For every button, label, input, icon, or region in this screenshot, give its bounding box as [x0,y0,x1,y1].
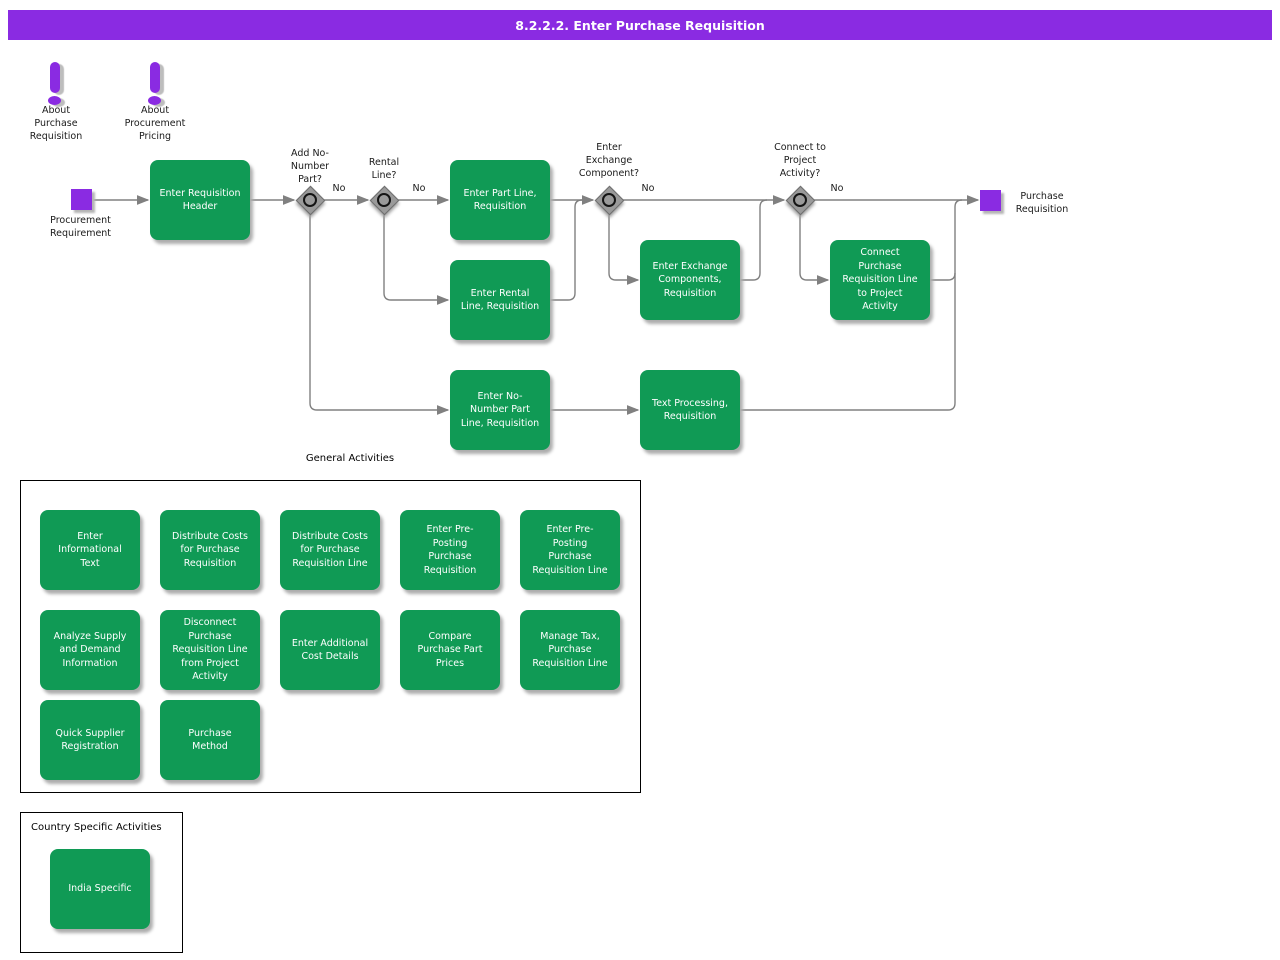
gateway-no-label: No [830,183,844,194]
circle-icon [303,193,317,207]
general-activities-title: General Activities [305,453,395,464]
activity-enter-requisition-header[interactable]: Enter Requisition Header [150,160,250,240]
info-note-about-procurement-pricing[interactable]: About Procurement Pricing [107,60,203,150]
activity-enter-rental-line[interactable]: Enter Rental Line, Requisition [450,260,550,340]
general-activity-enter-pre-posting-purchase-requisition[interactable]: Enter Pre- Posting Purchase Requisition [400,510,500,590]
gateway-rental-line [369,185,400,216]
exclamation-icon [50,62,60,93]
activity-enter-part-line[interactable]: Enter Part Line, Requisition [450,160,550,240]
connector-gw1-yes-to-no-number [309,214,450,415]
gateway-no-label: No [641,183,655,194]
end-event-label: Purchase Requisition [1015,191,1069,215]
general-activity-distribute-costs-purchase-requisition[interactable]: Distribute Costs for Purchase Requisitio… [160,510,260,590]
general-activity-distribute-costs-purchase-requisition-line[interactable]: Distribute Costs for Purchase Requisitio… [280,510,380,590]
activity-connect-requisition-line-to-project[interactable]: Connect Purchase Requisition Line to Pro… [830,240,930,320]
connector-gw2-yes-to-rental [383,214,450,305]
gateway-no-label: No [412,183,426,194]
connector-connect-return [930,272,956,281]
connector-exchange-return [740,199,768,281]
start-event-label: Procurement Requirement [49,215,112,239]
gateway-add-no-number-part [295,185,326,216]
gateway-no-label: No [332,183,346,194]
connector-gw4-yes-to-connect [799,214,830,285]
start-event-procurement-requirement [71,189,92,210]
info-note-about-purchase-requisition[interactable]: About Purchase Requisition [10,60,102,150]
circle-icon [602,193,616,207]
exclamation-icon [150,62,160,93]
info-note-label: About Purchase Requisition [29,105,83,142]
gateway-question-connect-to-project-activity: Connect to Project Activity? [774,142,826,179]
general-activity-manage-tax-purchase-requisition-line[interactable]: Manage Tax, Purchase Requisition Line [520,610,620,690]
activity-text-processing[interactable]: Text Processing, Requisition [640,370,740,450]
info-note-label: About Procurement Pricing [124,105,186,142]
general-activity-disconnect-requisition-line-from-project[interactable]: Disconnect Purchase Requisition Line fro… [160,610,260,690]
gateway-question-rental-line: Rental Line? [368,157,400,181]
circle-icon [377,193,391,207]
general-activity-quick-supplier-registration[interactable]: Quick Supplier Registration [40,700,140,780]
connector-rental-return [550,199,583,301]
connector-gw3-yes-to-exchange [608,214,640,285]
activity-enter-no-number-part-line[interactable]: Enter No- Number Part Line, Requisition [450,370,550,450]
general-activity-enter-pre-posting-purchase-requisition-line[interactable]: Enter Pre- Posting Purchase Requisition … [520,510,620,590]
circle-icon [793,193,807,207]
gateway-connect-to-project-activity [785,185,816,216]
gateway-question-add-no-number-part: Add No- Number Part? [290,148,330,185]
general-activity-purchase-method[interactable]: Purchase Method [160,700,260,780]
page-title: 8.2.2.2. Enter Purchase Requisition [8,10,1272,40]
general-activity-analyze-supply-demand[interactable]: Analyze Supply and Demand Information [40,610,140,690]
gateway-question-enter-exchange-component: Enter Exchange Component? [578,142,640,179]
activity-enter-exchange-components[interactable]: Enter Exchange Components, Requisition [640,240,740,320]
exclamation-dot-icon [48,96,61,105]
exclamation-dot-icon [148,96,161,105]
gateway-enter-exchange-component [594,185,625,216]
country-specific-title: Country Specific Activities [31,822,162,833]
end-event-purchase-requisition [980,190,1001,211]
general-activity-compare-purchase-part-prices[interactable]: Compare Purchase Part Prices [400,610,500,690]
general-activity-enter-informational-text[interactable]: Enter Informational Text [40,510,140,590]
activity-india-specific[interactable]: India Specific [50,849,150,929]
general-activity-enter-additional-cost-details[interactable]: Enter Additional Cost Details [280,610,380,690]
